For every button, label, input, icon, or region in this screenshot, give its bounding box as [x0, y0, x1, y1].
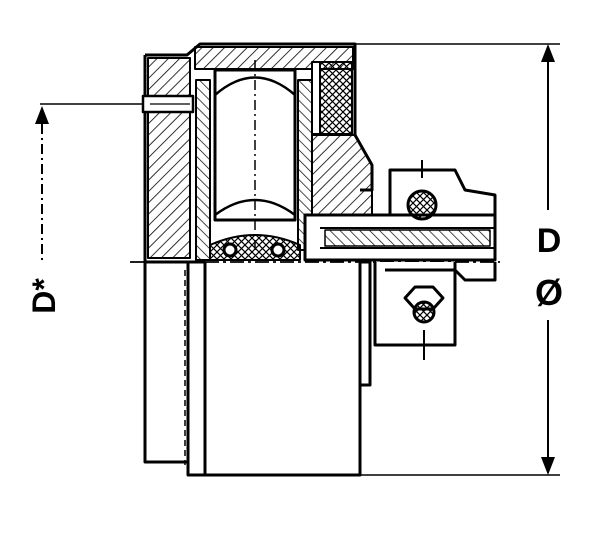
label-d-star: D* [26, 278, 62, 314]
label-d: D [537, 222, 562, 260]
thrust-block [311, 134, 373, 216]
seal-packing [311, 61, 353, 135]
dimension-d [541, 44, 555, 475]
upper-nut [388, 160, 497, 221]
lower-nut [373, 262, 497, 360]
extension-lines [40, 43, 560, 476]
dimension-d-star [35, 106, 49, 262]
label-diameter-symbol: Ø [535, 272, 563, 313]
roller-element [209, 60, 301, 261]
radial-bore [141, 94, 195, 114]
lower-housing [143, 260, 372, 477]
